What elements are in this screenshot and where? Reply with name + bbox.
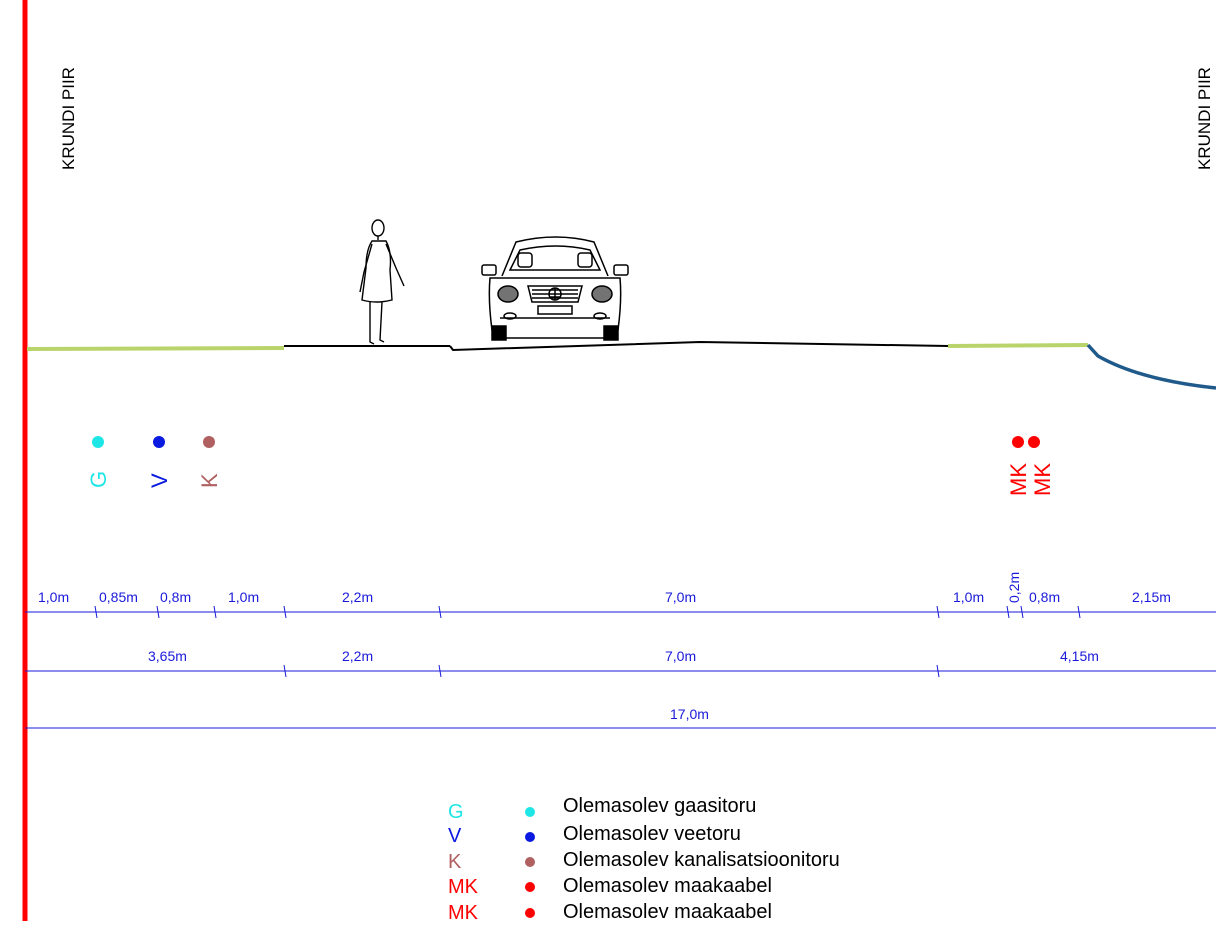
- dim-r2-1: 3,65m: [148, 648, 187, 664]
- utility-cable-2-dot: [1028, 436, 1040, 448]
- utility-cable-1-code: MK: [1006, 463, 1031, 496]
- utility-sewer: K: [197, 436, 222, 488]
- utility-sewer-dot: [203, 436, 215, 448]
- grass-left: [26, 346, 285, 351]
- dim-r1-6: 7,0m: [665, 589, 696, 605]
- pedestrian-icon: [359, 219, 405, 345]
- legend-dot-gas: [525, 807, 535, 817]
- legend-code-cable-2: MK: [448, 902, 479, 921]
- utility-sewer-code: K: [197, 473, 222, 488]
- dim-r1-5: 2,2m: [342, 589, 373, 605]
- utility-cable-1: MK: [1006, 436, 1031, 496]
- legend-dot-sewer: [525, 857, 535, 867]
- legend-label-sewer: Olemasolev kanalisatsioonitoru: [563, 849, 840, 871]
- dim-r1-9: 0,8m: [1029, 589, 1060, 605]
- dim-r1-7: 1,0m: [953, 589, 984, 605]
- legend-label-cable: Olemasolev maakaabel: [563, 875, 772, 897]
- property-boundary-label-right: KRUNDI PIIR: [1195, 67, 1214, 170]
- utility-cable-1-dot: [1012, 436, 1024, 448]
- utility-water-dot: [153, 436, 165, 448]
- tick-marks-row-1: [94, 605, 1081, 619]
- utility-cable-2: MK: [1028, 436, 1055, 496]
- dimension-row-2: [25, 664, 1216, 678]
- tick-marks-row-2: [283, 664, 940, 678]
- dim-r2-2: 2,2m: [342, 648, 373, 664]
- legend-code-sewer: K: [448, 851, 462, 873]
- utility-water: V: [147, 436, 172, 488]
- legend-dot-cable: [525, 882, 535, 892]
- property-boundary-label-left: KRUNDI PIIR: [59, 67, 78, 170]
- grass-right: [947, 343, 1089, 348]
- utility-water-code: V: [147, 473, 172, 488]
- dim-r1-4: 1,0m: [228, 589, 259, 605]
- dim-r1-10: 2,15m: [1132, 589, 1171, 605]
- utility-gas-dot: [92, 436, 104, 448]
- legend-item-cable-2: MK Olemasolev maakaabel: [448, 901, 772, 924]
- legend-label-cable-2: Olemasolev maakaabel: [563, 901, 772, 921]
- dim-r2-4: 4,15m: [1060, 648, 1099, 664]
- legend-item-water: V Olemasolev veetoru: [448, 823, 741, 847]
- utility-cable-2-code: MK: [1030, 463, 1055, 496]
- legend-dot-cable-2: [525, 908, 535, 918]
- dim-r2-3: 7,0m: [665, 648, 696, 664]
- dim-r1-2: 0,85m: [99, 589, 138, 605]
- dimension-row-1: [25, 605, 1216, 619]
- legend-dot-water: [525, 832, 535, 842]
- ditch-slope: [1086, 343, 1216, 390]
- dim-r1-1: 1,0m: [38, 589, 69, 605]
- legend-code-cable: MK: [448, 876, 479, 898]
- legend-code-water: V: [448, 825, 462, 847]
- legend: G Olemasolev gaasitoru V Olemasolev veet…: [448, 795, 840, 924]
- car-icon: [481, 236, 629, 341]
- dim-r1-3: 0,8m: [160, 589, 191, 605]
- legend-item-sewer: K Olemasolev kanalisatsioonitoru: [448, 849, 840, 873]
- dim-r1-8: 0,2m: [1006, 572, 1022, 603]
- dim-r3-1: 17,0m: [670, 706, 709, 722]
- legend-label-gas: Olemasolev gaasitoru: [563, 795, 756, 817]
- legend-item-gas: G Olemasolev gaasitoru: [448, 795, 756, 823]
- utility-gas-code: G: [86, 471, 111, 488]
- utility-gas: G: [86, 436, 111, 488]
- road-carriageway: [449, 340, 949, 352]
- legend-item-cable: MK Olemasolev maakaabel: [448, 875, 772, 898]
- legend-label-water: Olemasolev veetoru: [563, 823, 741, 845]
- legend-code-gas: G: [448, 801, 464, 823]
